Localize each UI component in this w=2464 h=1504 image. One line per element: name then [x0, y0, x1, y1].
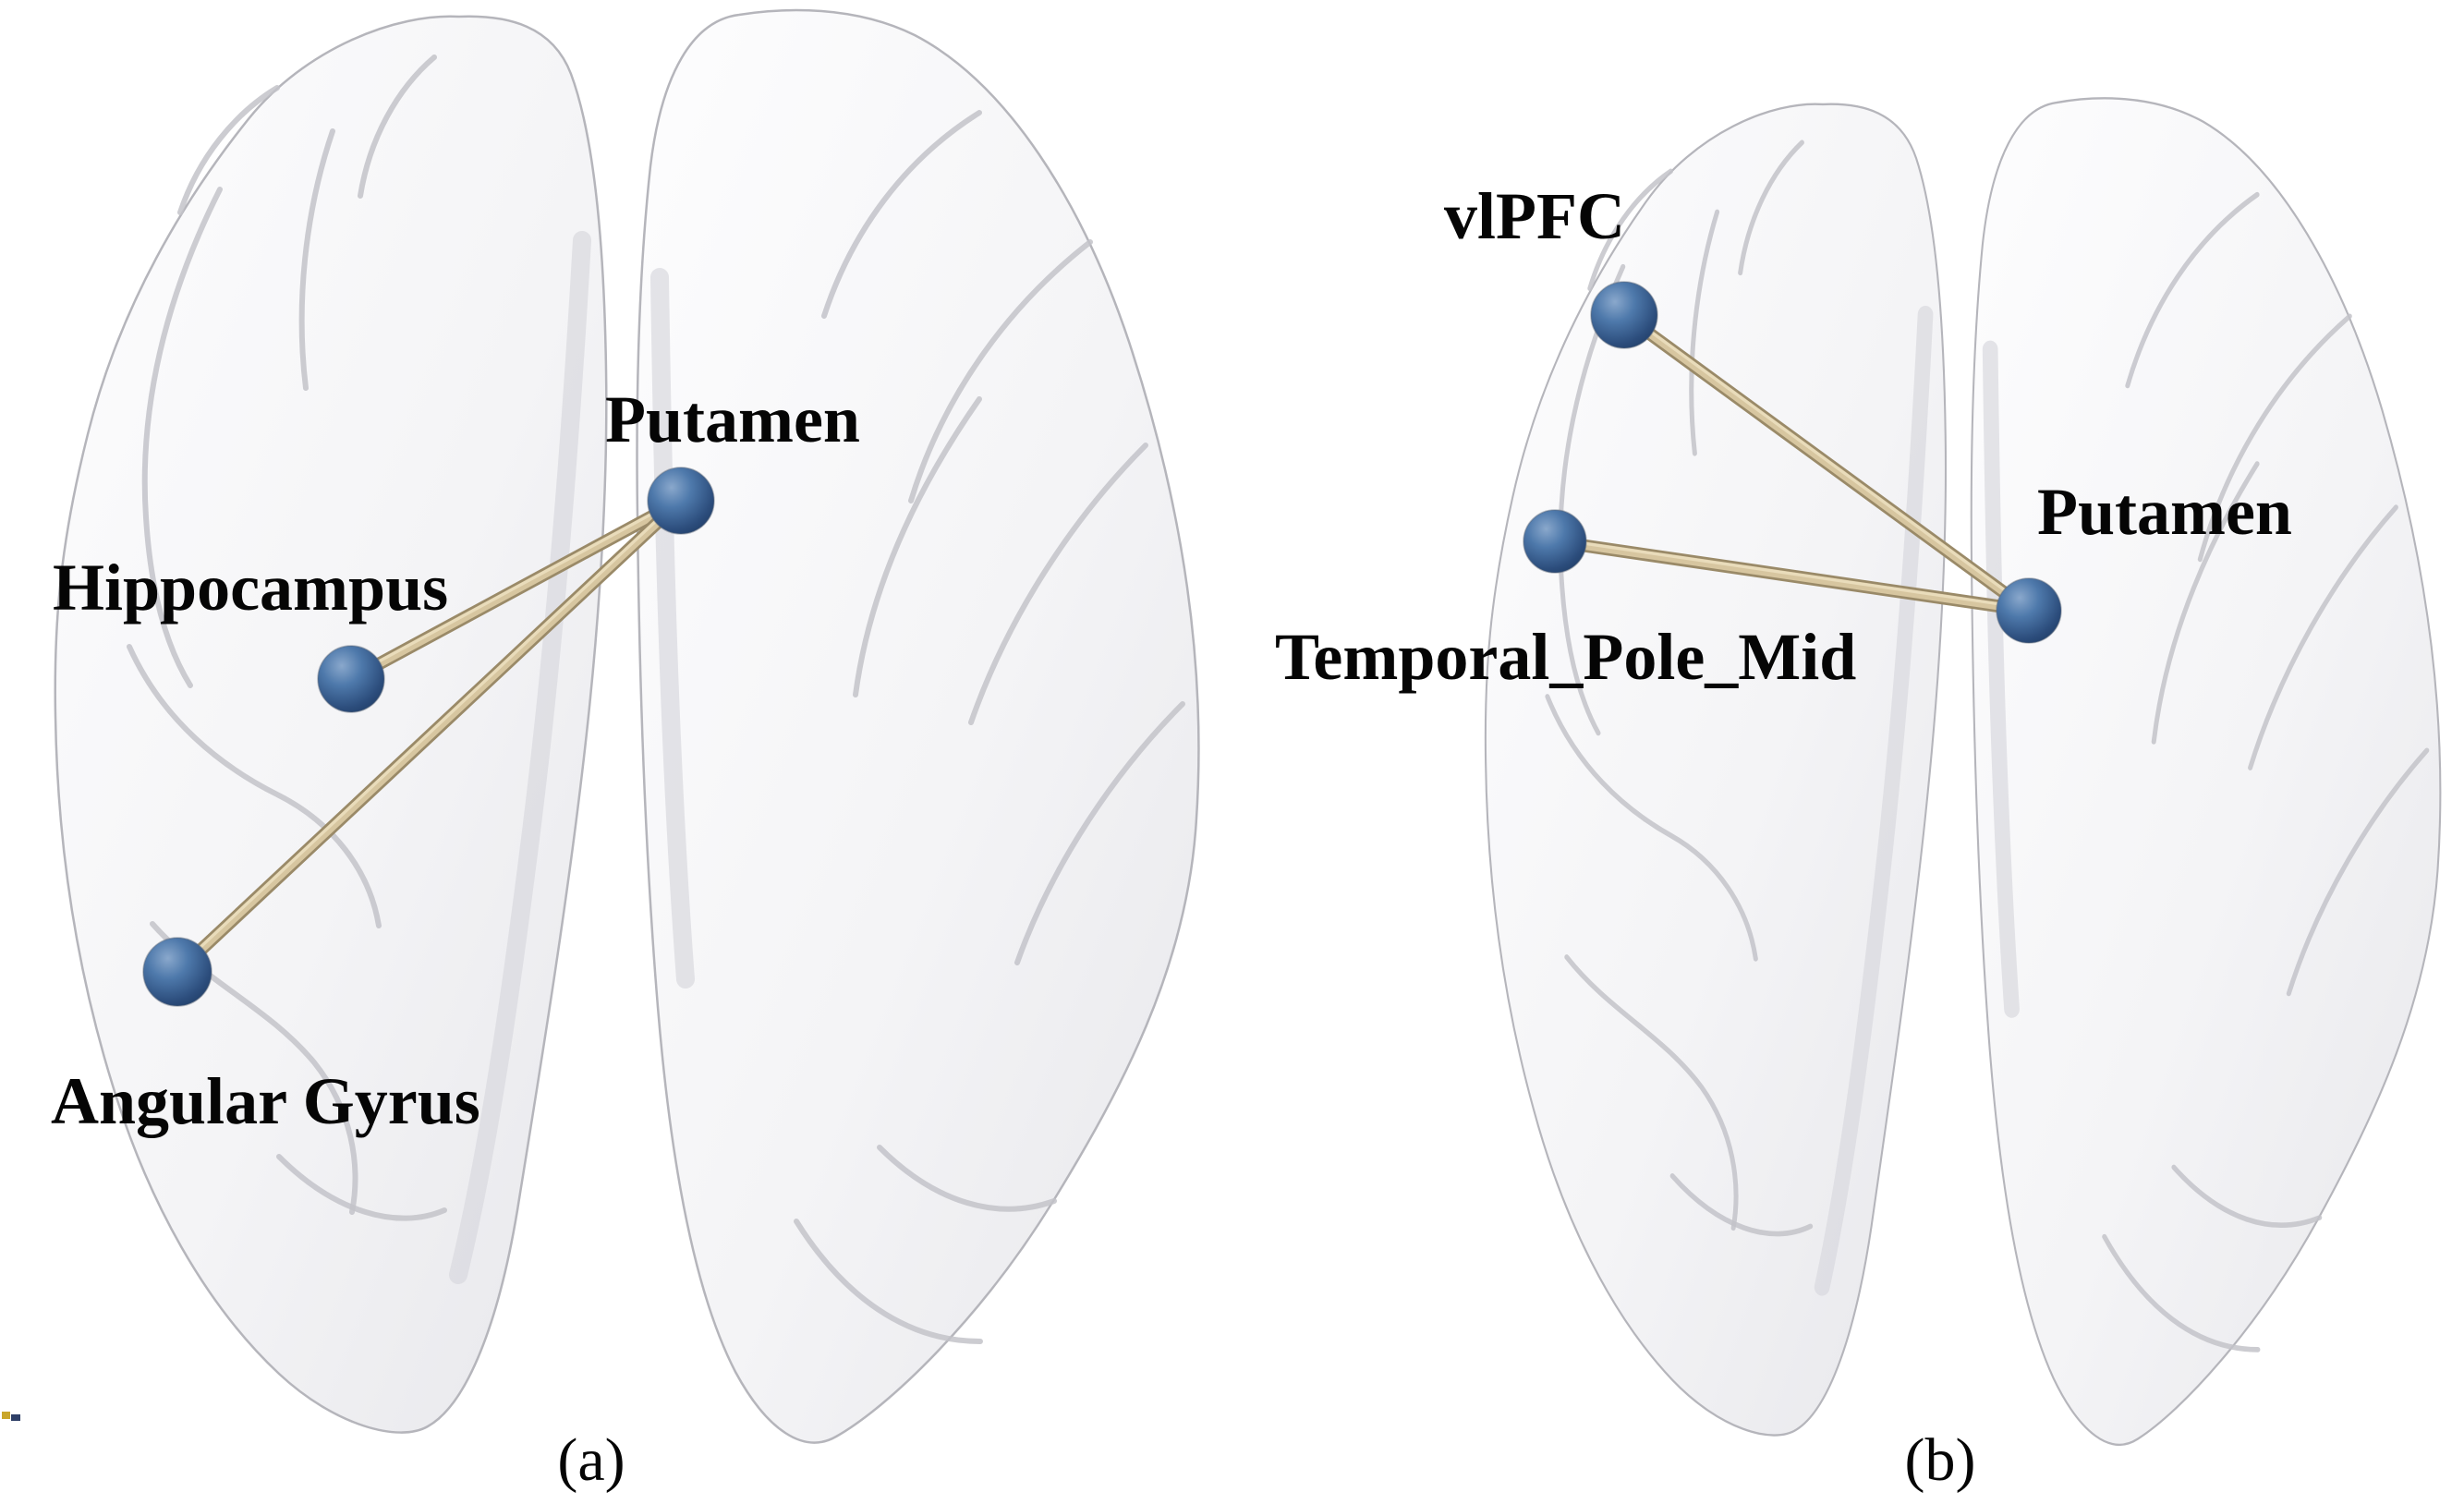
- label-hippocampus: Hippocampus: [53, 551, 448, 625]
- node-vlpfc: [1590, 281, 1658, 349]
- node-putamen_r: [1996, 577, 2062, 644]
- edge-putamen_r-temporal_pole_mid: [1548, 535, 2035, 617]
- caption-a: (a): [557, 1426, 625, 1494]
- edges-layer: [171, 309, 2035, 978]
- edge-putamen_r-vlpfc: [1618, 309, 2035, 617]
- node-angular_gyrus: [142, 937, 212, 1007]
- node-putamen_l: [647, 467, 715, 535]
- caption-b: (b): [1905, 1426, 1976, 1494]
- nodes-layer: [142, 281, 2062, 1007]
- label-temporal_pole_mid: Temporal_Pole_Mid: [1275, 620, 1856, 694]
- captions-layer: (a) (b): [557, 1426, 1975, 1494]
- brain-axial-view-a: [55, 10, 1199, 1442]
- node-temporal_pole_mid: [1523, 509, 1587, 574]
- edge-putamen_l-angular_gyrus: [171, 494, 687, 978]
- label-vlpfc: vlPFC: [1444, 179, 1625, 253]
- label-angular_gyrus: Angular Gyrus: [51, 1064, 480, 1138]
- edge-putamen_l-hippocampus: [345, 494, 687, 685]
- label-putamen_r: Putamen: [2037, 475, 2292, 549]
- node-hippocampus: [317, 645, 385, 713]
- render-artifact-navy: [11, 1414, 20, 1421]
- label-putamen_l: Putamen: [605, 382, 860, 456]
- render-artifact-yellow: [2, 1412, 10, 1419]
